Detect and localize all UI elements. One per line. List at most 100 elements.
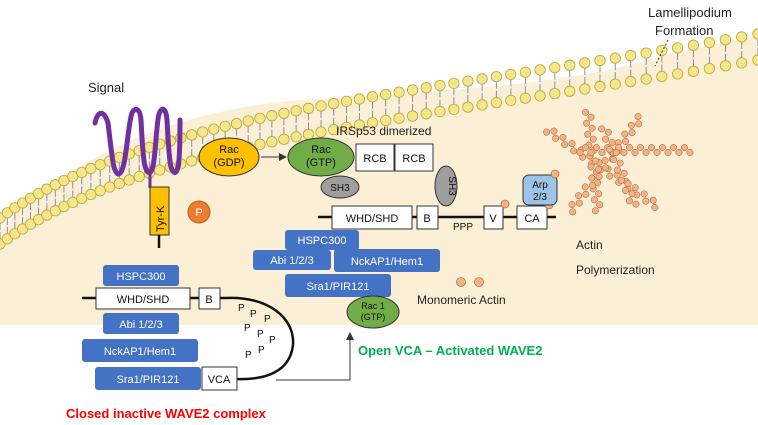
lipid-head: [519, 66, 531, 78]
lipid-head: [609, 78, 621, 90]
actin-polymerization-label-line2: Polymerization: [576, 263, 655, 277]
whd-shd-label-open: WHD/SHD: [346, 213, 399, 225]
lipid-head: [534, 90, 546, 102]
abi-label-closed: Abi 1/2/3: [119, 319, 162, 331]
actin-bead: [624, 180, 632, 188]
lipid-head: [594, 54, 606, 67]
sh3-label-left: SH3: [330, 183, 350, 194]
rcb-label-1: RCB: [363, 153, 386, 165]
lipid-head: [505, 68, 517, 81]
lipid-head: [123, 174, 135, 186]
actin-bead: [552, 134, 560, 142]
lipid-head: [242, 115, 254, 127]
receptor-icon: [92, 106, 183, 188]
sra1-label-closed: Sra1/PIR121: [117, 374, 180, 386]
actin-bead: [614, 166, 621, 174]
actin-bead: [637, 144, 644, 151]
actin-bead: [628, 129, 636, 137]
actin-bead: [648, 144, 655, 151]
phospho-p-label: P: [244, 323, 251, 334]
lipid-head: [366, 117, 379, 129]
lipid-head: [380, 88, 392, 101]
actin-bead: [582, 108, 589, 116]
sh3-domain-right: [434, 165, 458, 207]
actin-bead: [583, 119, 591, 127]
actin-bead: [581, 183, 589, 191]
arp23-label-line2: 2/3: [533, 192, 547, 203]
rcb-box-2: [394, 143, 434, 172]
lipid-head: [476, 99, 488, 111]
actin-bead: [575, 199, 583, 207]
lipid-head: [104, 181, 116, 193]
actin-bead: [610, 156, 617, 164]
actin-bead: [570, 147, 578, 155]
ca-box: [516, 205, 548, 230]
b-box-closed: [198, 287, 221, 310]
phospho-p-label: P: [238, 303, 245, 314]
phospho-p-label: P: [245, 350, 252, 361]
actin-bead: [612, 149, 620, 157]
lipid-head: [406, 110, 419, 122]
rac-gdp-label-line2: (GDP): [213, 157, 244, 169]
actin-bead: [569, 208, 577, 216]
actin-bead: [559, 133, 567, 141]
lipid-head: [85, 162, 97, 175]
lipid-head: [266, 110, 278, 122]
lipid-head: [290, 105, 302, 117]
lipid-head: [462, 75, 474, 87]
lipid-head: [448, 77, 460, 89]
wave2-closed-loop: [225, 296, 295, 381]
signal-label: Signal: [88, 80, 124, 95]
lamellipodium-label: Lamellipodium: [648, 5, 732, 20]
actin-bead: [596, 201, 604, 209]
b-label-closed: B: [205, 294, 212, 306]
nckap1-label-closed: NckAP1/Hem1: [104, 346, 176, 358]
lipid-head: [534, 64, 546, 76]
phospho-p-label: P: [195, 207, 202, 219]
whd-shd-box-open: [331, 205, 413, 230]
lipid-head: [366, 91, 379, 103]
actin-bead: [561, 141, 569, 149]
monomeric-actin-bead-1: [456, 277, 466, 287]
actin-bead: [568, 201, 576, 208]
actin-bead: [584, 130, 592, 138]
lipid-head: [640, 47, 652, 59]
rac1-gtp: [346, 295, 400, 329]
open-vca-caption: Open VCA – Activated WAVE2: [358, 343, 542, 358]
actin-bead: [593, 144, 600, 151]
lipid-head: [278, 133, 290, 145]
lipid-head: [462, 101, 474, 113]
ppp-label: PPP: [453, 222, 473, 233]
vca-box-closed: [201, 366, 238, 391]
lipid-head: [353, 119, 366, 131]
lipid-head: [656, 44, 668, 57]
actin-bead: [587, 149, 595, 156]
arp23-box: [522, 174, 558, 206]
lipid-head: [328, 124, 340, 136]
lipid-head: [640, 73, 652, 85]
rac-gdp: [198, 137, 260, 177]
whd-shd-label-closed: WHD/SHD: [117, 294, 170, 306]
actin-bead: [635, 120, 643, 128]
actin-bead: [575, 192, 583, 200]
actin-monomer-v: [500, 199, 510, 209]
lipid-head: [448, 103, 460, 115]
actin-bead: [589, 182, 596, 189]
rac-gtp-label-line2: (GTP): [306, 157, 336, 169]
actin-bead: [622, 138, 629, 145]
lipid-head: [549, 87, 561, 100]
lipid-head: [315, 126, 327, 138]
hspc300-box-closed: [103, 265, 179, 286]
lipid-head: [420, 108, 432, 120]
rac1-gtp-label-line2: (GTP): [361, 312, 386, 322]
lipid-head: [505, 94, 517, 107]
actin-bead: [616, 159, 624, 167]
sh3-label-right: SH3: [446, 176, 457, 196]
actin-bead: [640, 190, 648, 198]
lipid-head: [719, 60, 732, 72]
lipid-head: [254, 112, 266, 124]
lipid-head: [266, 136, 278, 148]
rcb-label-2: RCB: [402, 153, 425, 165]
actin-bead: [620, 169, 628, 177]
